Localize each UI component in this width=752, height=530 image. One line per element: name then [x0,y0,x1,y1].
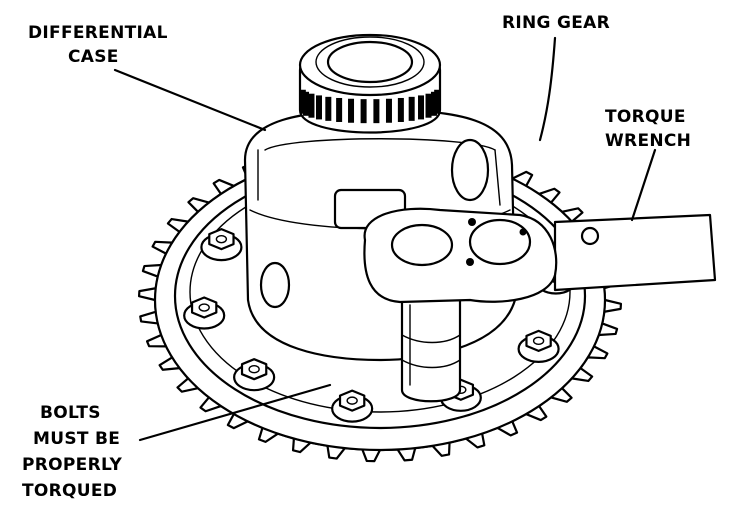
leader-bolts [138,383,332,442]
bearing-roller [408,96,415,121]
carrier-bearing [298,33,442,134]
bearing-roller [308,93,315,118]
leader-ring-gear [538,36,557,142]
torque-wrench [363,207,717,304]
label-ring-gear: RING GEAR [502,13,610,33]
leader-differential-case [113,68,267,132]
case-side-hole [450,138,490,202]
wrench-handle [553,213,717,292]
bearing-roller [336,97,343,122]
case-bolt [331,389,374,423]
label-bolts: BOLTS [40,403,101,423]
bearing-bore [326,40,414,84]
bearing-roller [299,89,306,114]
wrench-ratchet [468,218,532,266]
callout-bolts: BOLTS MUST BE PROPERLY TORQUED [22,403,122,501]
bearing-roller [360,99,367,124]
bearing-roller [385,98,392,123]
bearing-roller [348,98,355,123]
label-wrench: WRENCH [605,131,691,151]
label-torque: TORQUE [605,107,686,127]
case-bolt [183,296,226,330]
label-case: CASE [68,47,119,67]
bearing-roller [303,91,310,116]
label-properly: PROPERLY [22,455,122,475]
case-bolt [517,329,560,363]
bearing-roller [397,97,404,122]
bearing-rollers [299,89,441,124]
label-must-be: MUST BE [33,429,120,449]
wrench-pin [580,226,600,246]
bearing-roller [373,99,380,124]
case-bolt [233,358,276,392]
wrench-head [363,207,558,304]
bearing-roller [315,95,322,120]
bearing-roller [430,91,437,116]
bearing-roller [325,96,332,121]
wrench-drive [390,223,454,267]
case-window-hole [259,261,291,309]
socket-extension [400,298,462,403]
label-differential: DIFFERENTIAL [28,23,168,43]
bearing-roller [425,93,432,118]
leader-lines [113,36,657,442]
leader-torque-wrench [630,148,657,222]
case-bolt [200,228,243,262]
bearing-roller [418,95,425,120]
callout-differential-case: DIFFERENTIAL CASE [28,23,168,67]
bearing-roller [434,89,441,114]
label-torqued: TORQUED [22,481,117,501]
callout-torque-wrench: TORQUE WRENCH [605,107,691,151]
